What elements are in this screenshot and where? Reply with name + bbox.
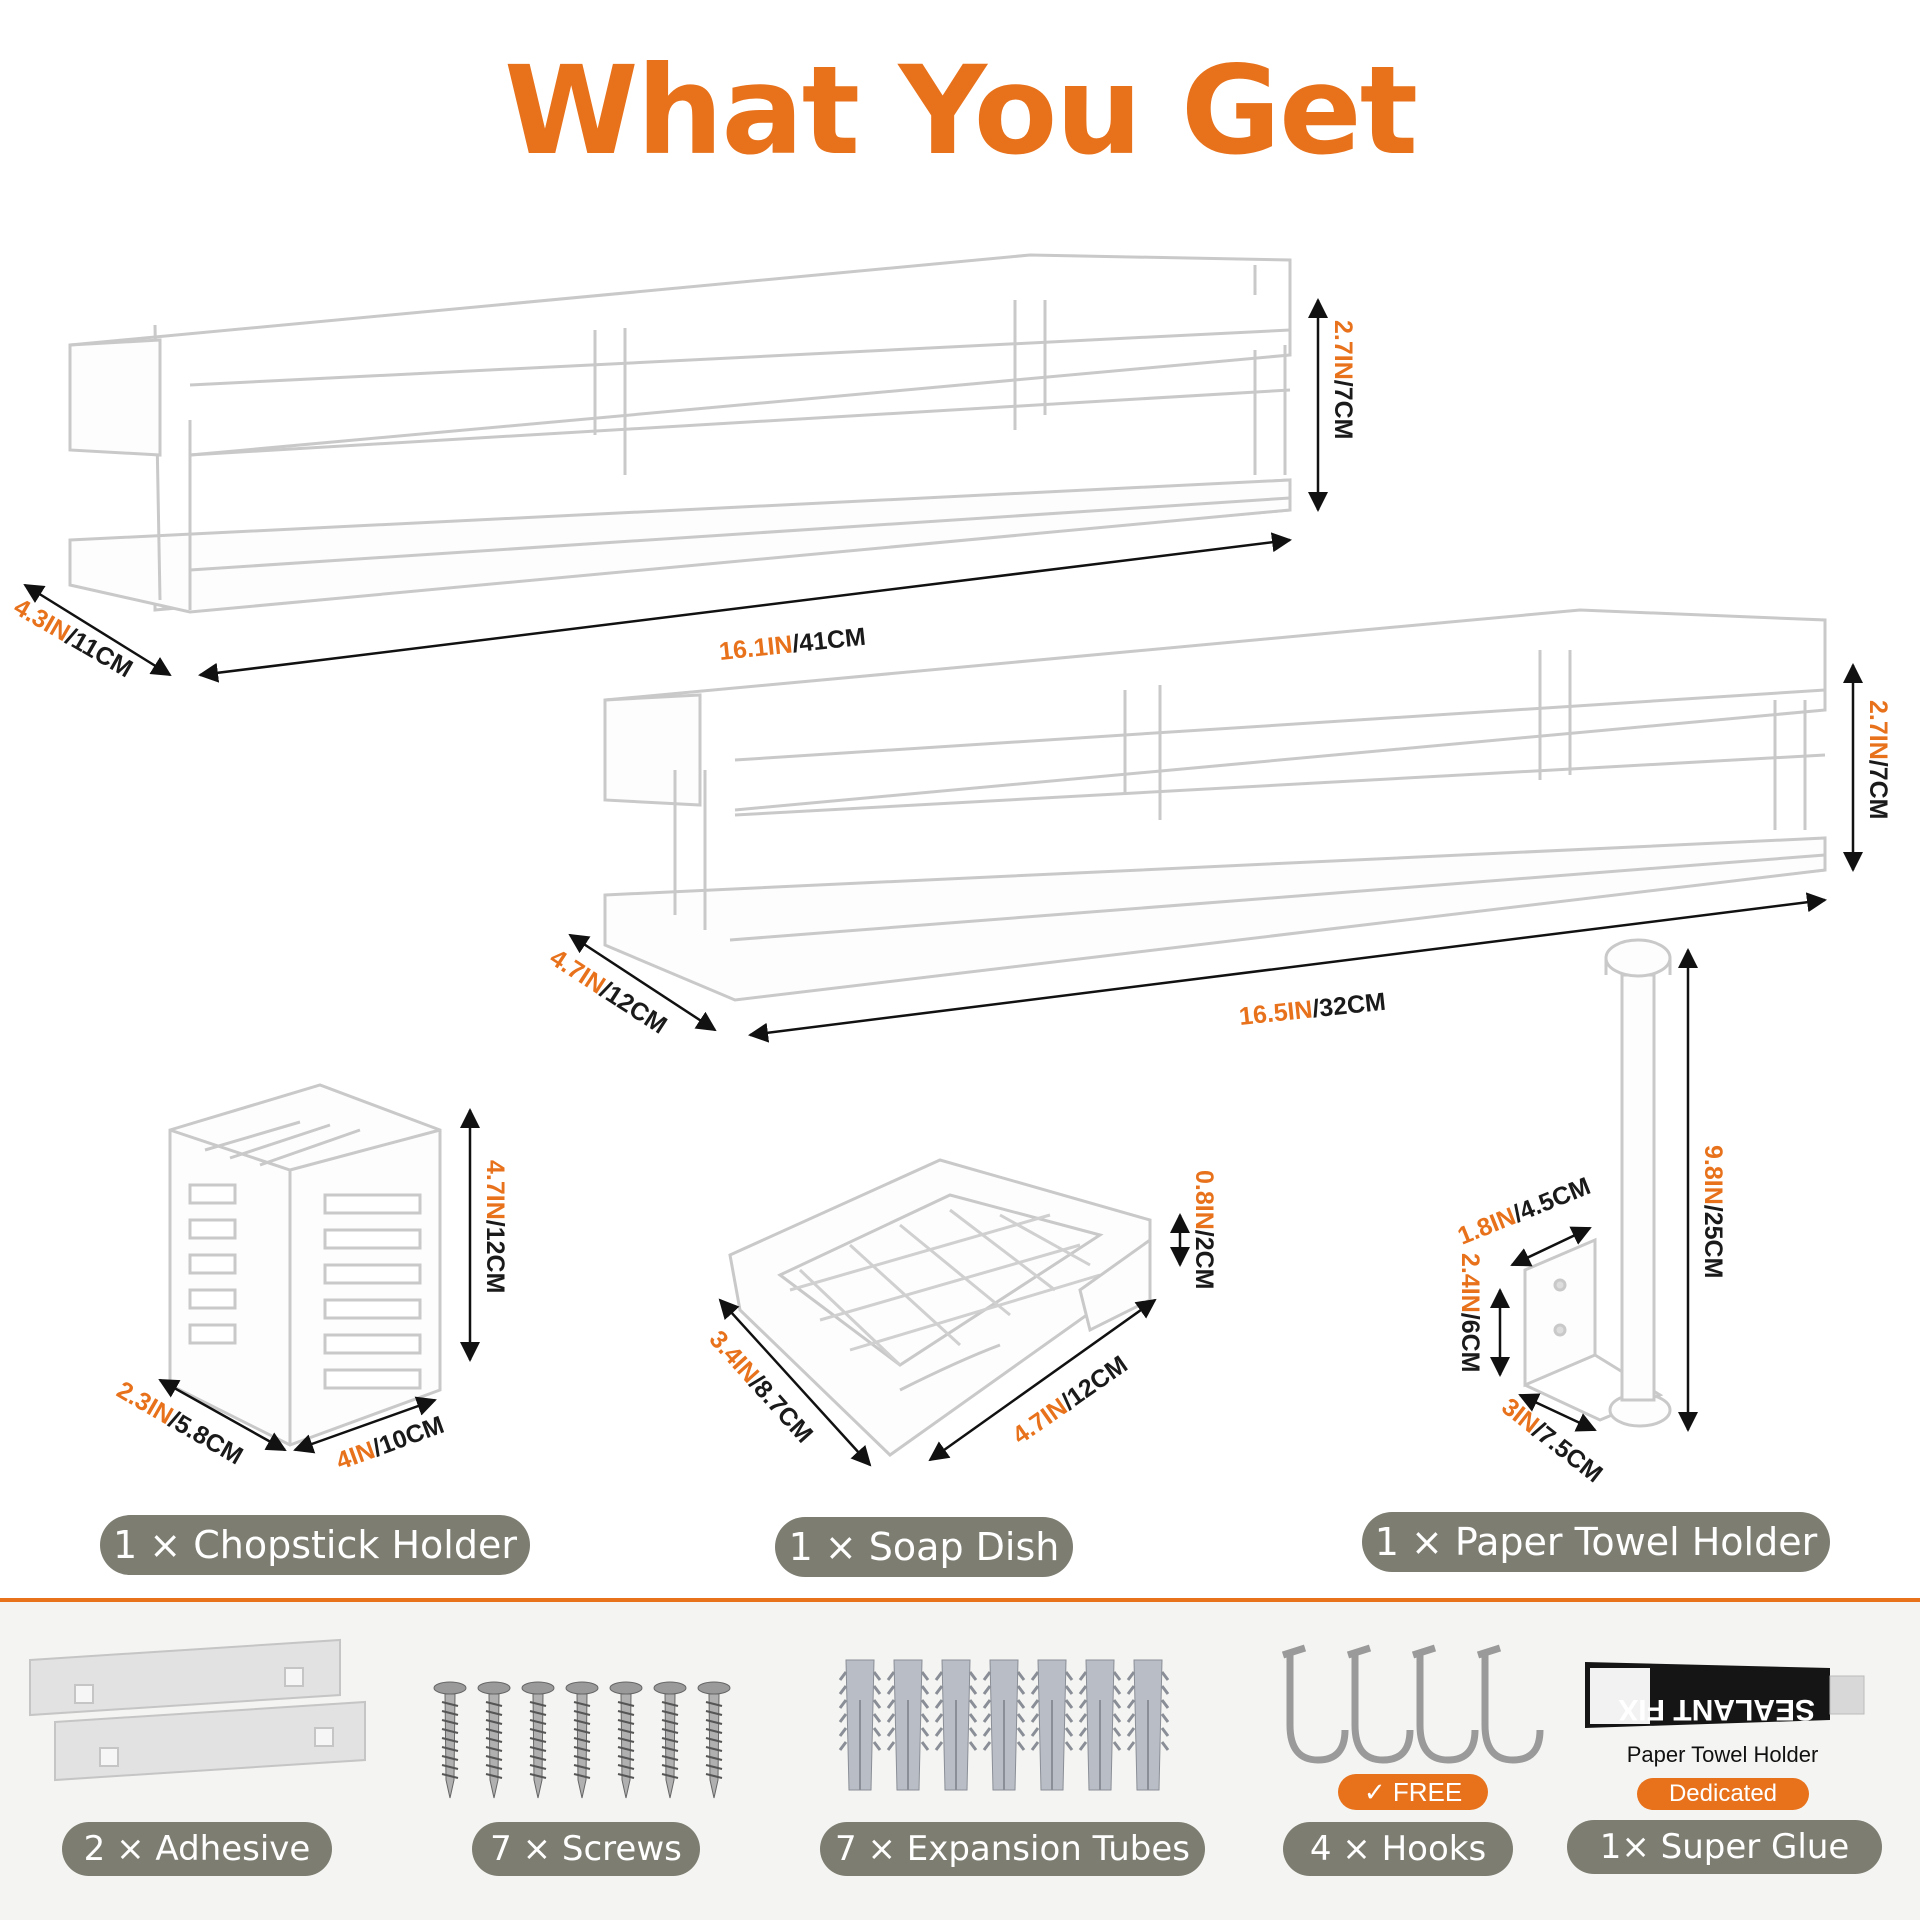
screws [433, 1681, 731, 1799]
label-soap-dish: 1 × Soap Dish [775, 1517, 1073, 1577]
expansion-tube-icon [1126, 1659, 1170, 1791]
paper-towel-holder [1523, 938, 1672, 1428]
label-paper-towel-holder: 1 × Paper Towel Holder [1362, 1512, 1830, 1572]
super-glue-tube: SEALANT FIX [1585, 1662, 1865, 1728]
screw-icon [609, 1681, 643, 1799]
label-screws: 7 × Screws [472, 1822, 700, 1876]
expansion-tube-icon [1030, 1659, 1074, 1791]
expansion-tube-icon [982, 1659, 1026, 1791]
label-expansion-tubes: 7 × Expansion Tubes [820, 1822, 1205, 1876]
shelf-large [68, 253, 1292, 614]
glue-dedicated-tag: Dedicated [1637, 1778, 1809, 1810]
screw-icon [433, 1681, 467, 1799]
expansion-tubes [838, 1659, 1170, 1791]
dimension-lines [23, 298, 1863, 1467]
glue-caption: Paper Towel Holder [1626, 1742, 1819, 1767]
chopstick-holder [168, 1083, 442, 1447]
label-super-glue: 1× Super Glue [1567, 1820, 1882, 1874]
screw-icon [653, 1681, 687, 1799]
expansion-tube-icon [934, 1659, 978, 1791]
glue-brand-label: SEALANT FIX [1618, 1693, 1815, 1726]
dim-towel-plate-height: 2.4IN/6CM [1456, 1253, 1484, 1373]
screw-icon [565, 1681, 599, 1799]
dim-shelf2-width: 16.5IN/32CM [1238, 988, 1387, 1031]
expansion-tube-icon [1078, 1659, 1122, 1791]
expansion-tube-icon [838, 1659, 882, 1791]
dim-towel-arm: 3IN/7.5CM [1496, 1393, 1607, 1489]
section-divider [0, 1598, 1920, 1602]
dim-shelf2-height: 2.7IN/7CM [1864, 700, 1892, 820]
dim-towel-height: 9.8IN/25CM [1699, 1145, 1727, 1278]
dim-shelf1-height: 2.7IN/7CM [1329, 320, 1357, 440]
page-title: What You Get [503, 40, 1418, 182]
expansion-tube-icon [886, 1659, 930, 1791]
dim-chopstick-height: 4.7IN/12CM [481, 1160, 509, 1293]
screw-icon [521, 1681, 555, 1799]
screw-icon [697, 1681, 731, 1799]
label-adhesive: 2 × Adhesive [62, 1822, 332, 1876]
screw-icon [477, 1681, 511, 1799]
label-hooks: 4 × Hooks [1283, 1822, 1513, 1876]
adhesive-strips [29, 1638, 366, 1782]
dim-towel-plate-width: 1.8IN/4.5CM [1454, 1172, 1595, 1251]
dim-shelf1-depth: 4.3IN/11CM [9, 593, 137, 683]
dim-soap-width: 4.7IN/12CM [1007, 1350, 1132, 1449]
label-chopstick-holder: 1 × Chopstick Holder [100, 1515, 530, 1575]
free-tag: ✓ FREE [1338, 1774, 1488, 1810]
hooks [1281, 1644, 1544, 1764]
dim-shelf1-width: 16.1IN/41CM [718, 623, 867, 666]
dim-soap-height: 0.8IN/2CM [1190, 1170, 1218, 1290]
